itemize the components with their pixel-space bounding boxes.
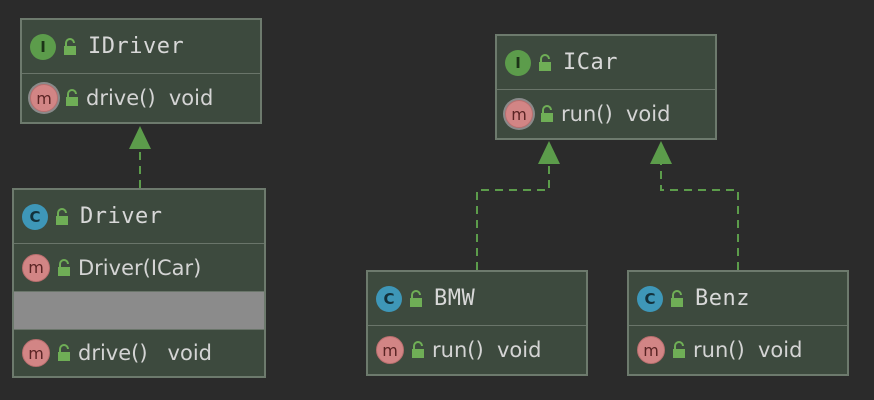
idriver-arrowhead: [129, 126, 151, 149]
method-icon: m: [22, 339, 50, 367]
bmw-method-text: run() void: [432, 338, 542, 362]
driver-method-row: m drive() void: [14, 330, 264, 376]
benz-class-box[interactable]: C Benz m run() void: [627, 270, 849, 376]
driver-fields-section: [14, 292, 264, 330]
method-icon: m: [22, 253, 50, 282]
method-icon: m: [505, 100, 533, 128]
lock-icon: [537, 53, 553, 72]
interface-icon: I: [30, 33, 56, 60]
class-icon: C: [376, 285, 402, 312]
icar-arrowhead-left: [538, 141, 560, 164]
driver-header: C Driver: [14, 190, 264, 244]
class-icon: C: [637, 285, 663, 312]
lock-icon: [64, 89, 80, 107]
method-icon: m: [637, 336, 665, 364]
idriver-name: IDriver: [88, 34, 185, 59]
lock-icon: [671, 341, 687, 359]
idriver-method-row: m drive() void: [22, 74, 260, 122]
icar-name: ICar: [563, 50, 618, 75]
idriver-method-text: drive() void: [86, 86, 214, 110]
bmw-name: BMW: [434, 286, 476, 311]
interface-icon: I: [505, 49, 531, 76]
benz-header: C Benz: [629, 272, 847, 326]
bmw-header: C BMW: [368, 272, 586, 326]
benz-to-icar-connector: [660, 164, 739, 270]
icar-interface-box[interactable]: I ICar m run() void: [495, 34, 717, 140]
driver-constructor-text: Driver(ICar): [78, 255, 202, 280]
idriver-header: I IDriver: [22, 20, 260, 74]
driver-name: Driver: [80, 204, 163, 229]
driver-class-box[interactable]: C Driver m Driver(ICar) m drive() void: [12, 188, 266, 378]
icar-header: I ICar: [497, 36, 715, 90]
method-icon: m: [376, 336, 404, 364]
benz-method-text: run() void: [693, 338, 803, 362]
method-icon: m: [30, 84, 58, 112]
lock-icon: [410, 341, 426, 359]
driver-method-text: drive() void: [78, 341, 212, 365]
bmw-method-row: m run() void: [368, 326, 586, 374]
lock-icon: [62, 37, 78, 56]
lock-icon: [539, 105, 555, 123]
lock-icon: [408, 289, 424, 308]
bmw-to-icar-connector: [476, 164, 550, 270]
icar-arrowhead-right: [650, 141, 672, 164]
lock-icon: [54, 207, 70, 226]
driver-constructor-row: m Driver(ICar): [14, 244, 264, 292]
icar-method-text: run() void: [561, 102, 671, 126]
benz-name: Benz: [695, 286, 750, 311]
idriver-interface-box[interactable]: I IDriver m drive() void: [20, 18, 262, 124]
icar-method-row: m run() void: [497, 90, 715, 138]
benz-method-row: m run() void: [629, 326, 847, 374]
lock-icon: [56, 344, 72, 362]
lock-icon: [56, 258, 72, 277]
bmw-class-box[interactable]: C BMW m run() void: [366, 270, 588, 376]
lock-icon: [669, 289, 685, 308]
class-icon: C: [22, 203, 48, 230]
